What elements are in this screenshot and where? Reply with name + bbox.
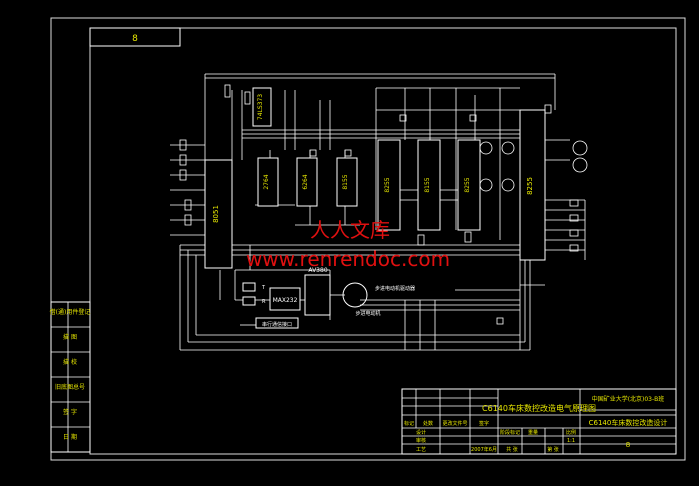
date: 2007年6月 (471, 446, 497, 453)
label-count: 处数 (423, 420, 433, 427)
chip-label-u2: 74LS373 (257, 94, 264, 120)
chip-8155-a: 8155 (336, 157, 358, 207)
chip-label-u8: 8255 (464, 177, 471, 192)
chip-label-u9: 8255 (526, 177, 534, 195)
wiring (170, 73, 586, 351)
chip-label-u1: 8051 (212, 205, 220, 223)
chip-74ls373: 74LS373 (252, 87, 272, 127)
project-name: C6140车床数控改造设计 (589, 418, 668, 427)
chip-6264: 6264 (296, 157, 318, 207)
drive-label: 步进电动机驱动器 (375, 285, 415, 292)
scale-value: 1:1 (567, 438, 575, 444)
label-check: 审核 (416, 437, 426, 444)
label-sign: 签字 (479, 420, 489, 427)
outer-frame (50, 17, 686, 461)
inner-frame (89, 27, 677, 455)
tx-rx-ports: T R (242, 282, 266, 306)
chip-8051: 8051 (204, 159, 233, 269)
label-stage: 阶段标记 (500, 429, 520, 436)
tx-label: T (261, 285, 266, 291)
sheet-total: 共 张 (506, 446, 518, 453)
transistor-group (479, 140, 588, 192)
sheet-number: 8 (132, 34, 138, 44)
chip-2764: 2764 (257, 157, 279, 207)
motor-block: 步进电动机 (342, 282, 381, 317)
chip-8255-b: 8255 (457, 139, 481, 231)
drawing-name: C6140车床数控改造电气原理图 (482, 403, 596, 413)
chip-label-u4: 6264 (302, 174, 309, 189)
label-weight: 重量 (528, 429, 538, 436)
sheet-no: 第 张 (547, 446, 559, 453)
label-mark: 标记 (404, 420, 414, 427)
label-file: 更改文件号 (442, 420, 467, 427)
chip-label-u5: 8155 (342, 174, 349, 189)
chip-8255-c: 8255 (519, 109, 546, 261)
chip-label-u6: 8255 (384, 177, 391, 192)
title-block: C6140车床数控改造电气原理图 中国矿业大学(北京)03-B班 C6140车床… (401, 388, 677, 455)
watermark-url: www.renrendoc.com (246, 247, 450, 271)
serial-block: 串行通信接口 (255, 317, 299, 329)
side-row-2: 描 校 (63, 358, 77, 366)
chip-8155-b: 8155 (417, 139, 441, 231)
label-process: 工艺 (416, 447, 426, 453)
side-row-4: 签 字 (63, 408, 77, 416)
serial-label: 串行通信接口 (262, 321, 292, 328)
av380-label: AV380 (308, 267, 327, 274)
sheet-index: 8 (626, 441, 630, 449)
side-table: 借(通)用件登记 描 图 描 校 旧底图总号 签 字 日 期 (50, 301, 91, 453)
side-row-3: 旧底图总号 (55, 383, 85, 391)
side-row-1: 描 图 (63, 333, 77, 341)
sheet-number-box (89, 27, 181, 47)
chip-label-u7: 8155 (424, 177, 431, 192)
av380-block: AV380 (304, 267, 331, 316)
drive-block: 步进电动机驱动器 (375, 285, 415, 292)
watermark-cn: 人人文库 (310, 218, 390, 242)
max232-label: MAX232 (273, 297, 298, 304)
org-name: 中国矿业大学(北京)03-B班 (592, 395, 665, 403)
motor-label: 步进电动机 (355, 310, 380, 317)
side-row-5: 日 期 (63, 433, 77, 441)
side-row-0: 借(通)用件登记 (50, 308, 91, 316)
label-design: 设计 (416, 429, 426, 436)
chip-label-u3: 2764 (263, 174, 270, 189)
chip-8255-a: 8255 (377, 139, 401, 231)
rx-label: R (262, 299, 266, 305)
components (179, 84, 579, 325)
label-scale: 比例 (566, 429, 576, 436)
max232-block: MAX232 (269, 287, 301, 311)
